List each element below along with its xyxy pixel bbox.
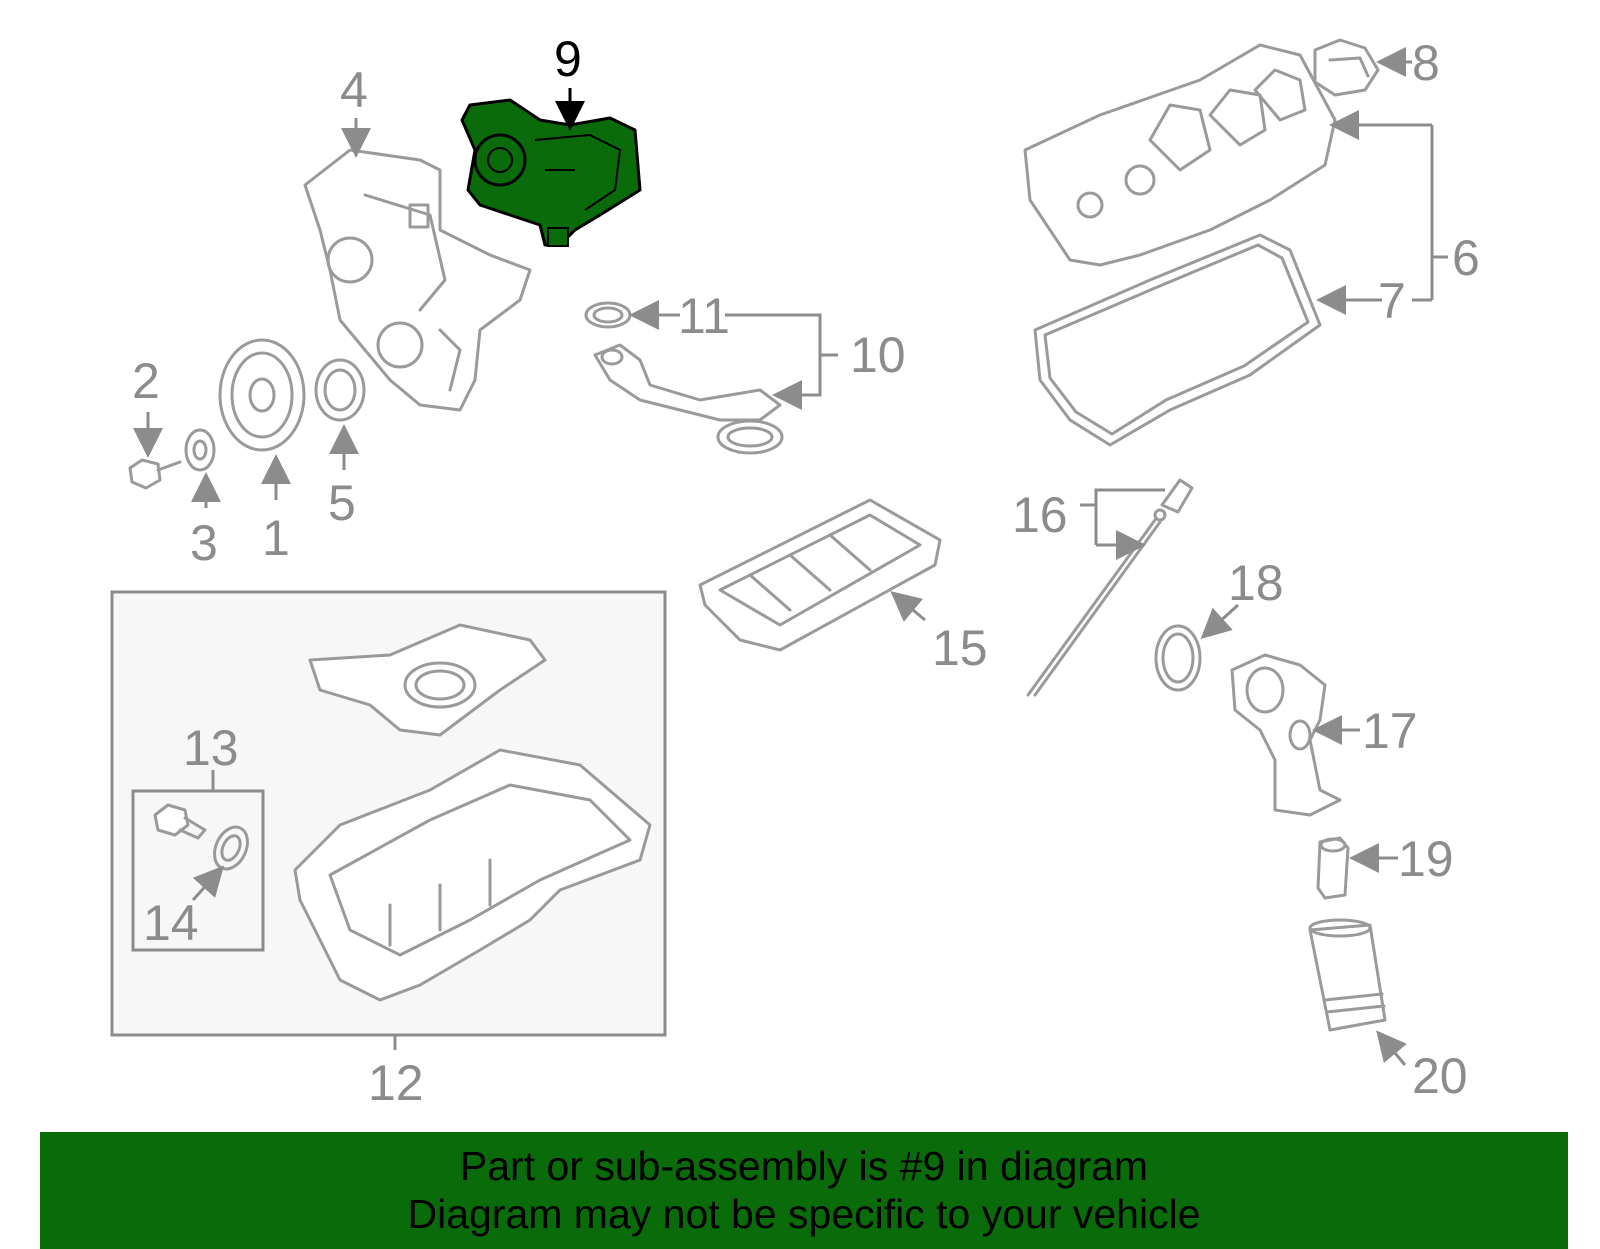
callout-5: 5: [328, 475, 356, 531]
parts-diagram: 4 9 1 2 3 5 11: [110, 31, 1480, 1111]
callout-7: 7: [1378, 273, 1406, 329]
part-6-valve-cover[interactable]: [1023, 43, 1337, 267]
part-4-timing-cover[interactable]: [303, 148, 532, 412]
callout-20: 20: [1412, 1048, 1468, 1104]
callout-9: 9: [554, 31, 582, 87]
part-2-bolt[interactable]: [128, 458, 182, 490]
info-banner: Part or sub-assembly is #9 in diagram Di…: [40, 1132, 1568, 1249]
part-12-oil-pan[interactable]: [293, 748, 652, 1002]
banner-line-1: Part or sub-assembly is #9 in diagram: [459, 1143, 1149, 1189]
part-3-washer[interactable]: [184, 428, 216, 472]
callout-2: 2: [132, 353, 160, 409]
part-18-seal-ring[interactable]: [1154, 624, 1202, 692]
part-15-windage-tray[interactable]: [698, 498, 942, 652]
callout-6: 6: [1452, 230, 1480, 286]
part-17-oil-filter-adapter[interactable]: [1230, 653, 1342, 817]
callout-3: 3: [190, 515, 218, 571]
callout-18: 18: [1228, 555, 1284, 611]
callout-4: 4: [340, 62, 368, 118]
part-8-oil-filler-cap[interactable]: [1313, 38, 1380, 97]
part-20-oil-filter[interactable]: [1308, 918, 1387, 1032]
callout-15: 15: [932, 620, 988, 676]
part-13-drain-plug[interactable]: [153, 803, 207, 840]
part-19-fitting[interactable]: [1316, 836, 1350, 900]
callout-13: 13: [183, 720, 239, 776]
callout-8: 8: [1412, 35, 1440, 91]
part-10-oil-pickup[interactable]: [593, 343, 784, 455]
callout-19: 19: [1398, 831, 1454, 887]
callout-1: 1: [262, 510, 290, 566]
callout-12: 12: [368, 1055, 424, 1111]
banner-line-2: Diagram may not be specific to your vehi…: [407, 1191, 1201, 1237]
part-11-o-ring[interactable]: [584, 301, 632, 329]
callout-14: 14: [143, 895, 199, 951]
part-9-oil-pump[interactable]: [460, 98, 642, 247]
callout-10: 10: [850, 327, 906, 383]
part-5-front-seal[interactable]: [314, 358, 366, 422]
part-7-valve-cover-gasket[interactable]: [1033, 233, 1322, 447]
callout-17: 17: [1362, 703, 1418, 759]
callout-11: 11: [678, 288, 730, 344]
part-12-pan-plate[interactable]: [308, 623, 547, 737]
callout-16: 16: [1012, 487, 1068, 543]
part-1-crank-pulley[interactable]: [218, 338, 306, 452]
